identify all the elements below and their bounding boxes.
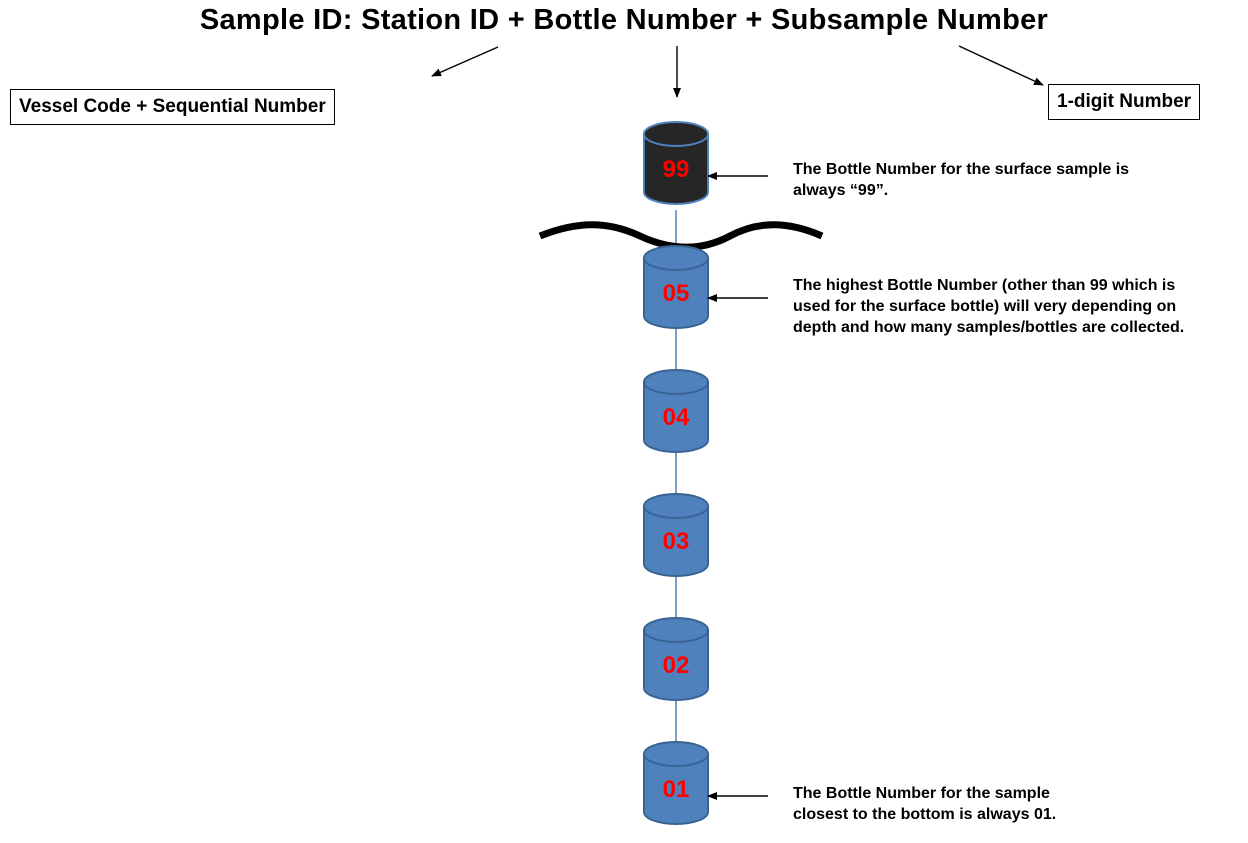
bottle-body [643, 505, 709, 577]
bottle-body [643, 629, 709, 701]
bottle-04: 04 [643, 369, 709, 453]
bottle-number-label: 99 [663, 156, 690, 183]
bottom-bottle-note: The Bottle Number for the sample closest… [793, 785, 1057, 823]
bottle-body [643, 133, 709, 205]
highest-bottle-note: The highest Bottle Number (other than 99… [793, 277, 1185, 336]
bottle-body [643, 381, 709, 453]
bottle-number-label: 03 [663, 528, 690, 555]
bottle-cap [643, 741, 709, 767]
surface-bottle-note: The Bottle Number for the surface sample… [793, 161, 1130, 199]
bottle-02: 02 [643, 617, 709, 701]
station-id-box: Vessel Code + Sequential Number [10, 89, 335, 125]
arrow-to-station-id [431, 46, 499, 77]
bottle-number-label: 04 [663, 404, 690, 431]
bottle-01: 01 [643, 741, 709, 825]
diagram-title: Sample ID: Station ID + Bottle Number + … [199, 4, 1049, 36]
depth-break-wave [538, 221, 824, 251]
bottle-number-label: 05 [663, 280, 690, 307]
bottle-cap [643, 369, 709, 395]
bottle-05: 05 [643, 245, 709, 329]
bottle-cap [643, 121, 709, 147]
bottle-03: 03 [643, 493, 709, 577]
surface-bottle: 99 [643, 121, 709, 205]
bottle-number-label: 01 [663, 776, 690, 803]
bottle-cap [643, 245, 709, 271]
subsample-number-box: 1-digit Number [1048, 84, 1201, 120]
bottle-cap [643, 617, 709, 643]
arrow-to-subsample-number [958, 45, 1044, 86]
bottle-body [643, 753, 709, 825]
bottle-body [643, 257, 709, 329]
bottle-number-label: 02 [663, 652, 690, 679]
bottle-cap [643, 493, 709, 519]
